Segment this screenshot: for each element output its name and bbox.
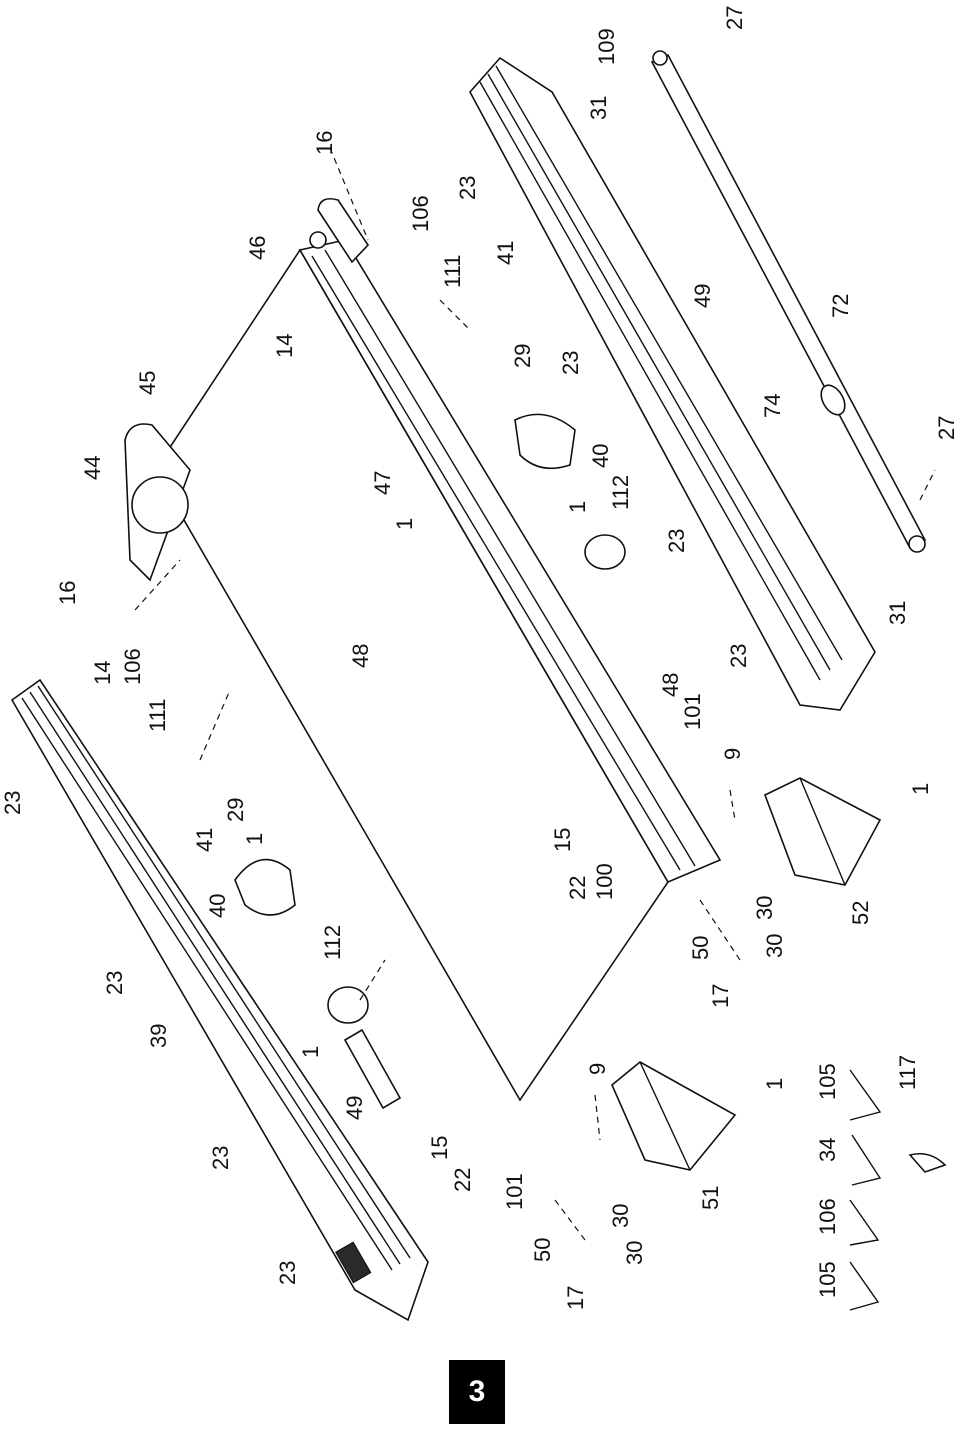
callout-103-top: 106 (408, 195, 433, 232)
callout-9-top: 9 (720, 748, 745, 760)
callout-44: 46 (245, 236, 270, 260)
callout-51: 51 (698, 1186, 723, 1210)
callout-28-left: 29 (223, 798, 248, 822)
page-number-badge: 3 (449, 1360, 505, 1424)
callout-111-left: 111 (145, 699, 170, 732)
rear-foot-left (611, 1061, 737, 1171)
callout-23-f: 23 (102, 971, 127, 995)
callout-34: 34 (815, 1138, 840, 1162)
callout-15-bottom: 15 (427, 1136, 452, 1160)
tool-set (849, 1069, 947, 1311)
callout-45: 48 (348, 644, 373, 668)
callout-109: 109 (594, 28, 619, 65)
callout-40-left: 40 (205, 894, 230, 918)
callout-101: 105 (815, 1063, 840, 1100)
callout-42: 44 (80, 456, 105, 480)
callout-50-bottom: 50 (530, 1238, 555, 1262)
frame-side-member (298, 239, 722, 884)
callout-23-e: 23 (0, 791, 25, 815)
callout-41-left: 41 (192, 828, 217, 852)
callout-27-top: 27 (722, 6, 747, 30)
rear-foot-right (763, 777, 882, 886)
callout-23-c: 23 (664, 529, 689, 553)
callout-117: 117 (895, 1055, 920, 1090)
isolators (327, 534, 626, 1024)
callout-29-bottom: 30 (622, 1241, 647, 1265)
callout-15-top: 15 (550, 828, 575, 852)
callout-100: 100 (592, 863, 617, 900)
callout-74: 74 (760, 394, 785, 418)
front-roller-bracket (124, 197, 370, 582)
callout-59-top: 101 (680, 693, 705, 730)
callout-112-left: 112 (320, 925, 345, 960)
callout-106: 106 (815, 1198, 840, 1235)
callout-40-top: 40 (588, 444, 613, 468)
callout-31-top: 31 (586, 96, 611, 120)
callout-59-bottom: 101 (502, 1173, 527, 1210)
callout-28-top: 29 (510, 344, 535, 368)
callout-41-top: 41 (493, 241, 518, 265)
deck-cushions (234, 413, 576, 916)
callout-1-left: 1 (242, 833, 267, 845)
callout-43: 45 (135, 371, 160, 395)
callout-29-top: 30 (762, 934, 787, 958)
callout-31-bottom: 31 (885, 601, 910, 625)
callout-23-g: 23 (208, 1146, 233, 1170)
callout-14-left: 14 (90, 661, 115, 685)
callout-16-left: 16 (55, 581, 80, 605)
callout-23-h: 23 (275, 1261, 300, 1285)
callout-17-top: 17 (708, 984, 733, 1008)
callout-50-top: 50 (688, 936, 713, 960)
page-number: 3 (468, 1375, 486, 1408)
crossbar-tube (650, 50, 927, 553)
callout-46: 47 (370, 471, 395, 495)
callout-27-bottom: 27 (934, 416, 959, 440)
right-side-rail (469, 56, 876, 711)
callout-16-top: 16 (312, 131, 337, 155)
callout-105: 105 (815, 1261, 840, 1298)
warning-decal (343, 1028, 402, 1110)
callout-52: 52 (848, 901, 873, 925)
callout-112-top: 112 (608, 475, 633, 510)
callout-49: 49 (342, 1096, 367, 1120)
callout-72: 72 (828, 294, 853, 318)
callout-17-bottom: 17 (563, 1286, 588, 1310)
callout-23-d: 23 (726, 644, 751, 668)
callout-22-top: 22 (565, 876, 590, 900)
callout-1-right: 1 (908, 783, 933, 795)
callout-39: 39 (146, 1024, 171, 1048)
left-side-rail (10, 678, 429, 1322)
callout-23-a: 23 (455, 176, 480, 200)
callout-1-mid: 1 (565, 501, 590, 513)
callout-48: 48 (658, 673, 683, 697)
callout-111-top: 111 (440, 255, 465, 288)
assembly-guides (134, 147, 936, 1241)
callout-1-lower: 1 (298, 1046, 323, 1058)
callout-30-bottom: 30 (608, 1204, 633, 1228)
callout-9-bottom: 9 (585, 1063, 610, 1075)
callout-30-top: 30 (752, 896, 777, 920)
callout-22-bottom: 22 (450, 1168, 475, 1192)
callout-1-bottom: 1 (762, 1078, 787, 1090)
callout-1-top: 1 (392, 518, 417, 530)
callout-23-b: 23 (558, 351, 583, 375)
callout-47: 49 (690, 284, 715, 308)
callout-103-left: 106 (120, 648, 145, 685)
callout-14-top: 14 (272, 334, 297, 358)
callout-labels: 27 109 31 16 106 23 46 111 41 49 72 14 2… (0, 6, 959, 1310)
